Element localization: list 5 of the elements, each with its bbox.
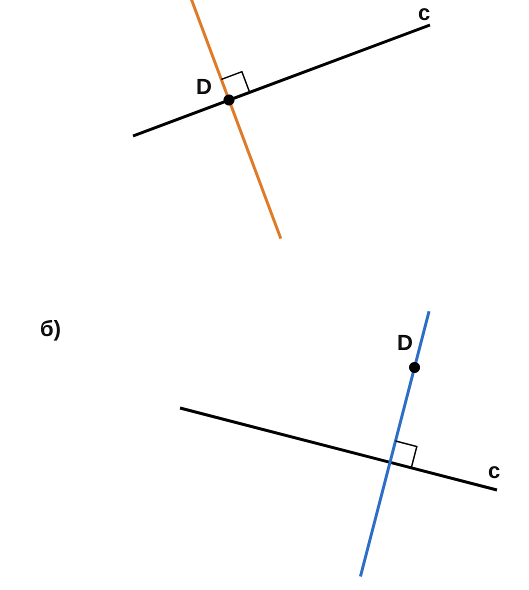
line-label: c [418, 2, 430, 24]
point-label: D [397, 332, 413, 354]
panel-label: б) [40, 318, 61, 340]
point-label: D [196, 76, 212, 98]
line-label: c [488, 460, 500, 482]
